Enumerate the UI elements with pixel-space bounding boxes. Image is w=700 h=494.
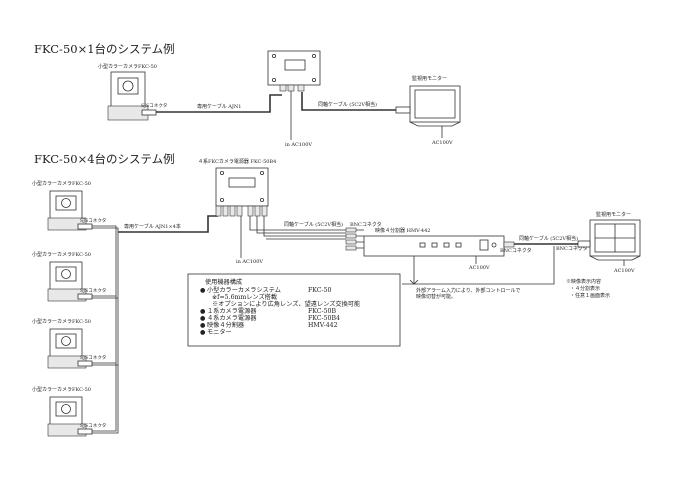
power-in-4ch-label: in AC100V xyxy=(236,259,263,265)
monitor-power-label: AC100V xyxy=(431,140,453,146)
monitor: 監視用モニター xyxy=(395,75,461,127)
camera-label: 小型カラーカメラFKC-50 xyxy=(32,180,91,187)
power-unit-4ch-label: ４系FKCカメラ電源器 FKC-50B4 xyxy=(198,158,276,165)
coax-cable-label: 同軸ケーブル (5C2V相当) xyxy=(318,101,377,108)
section2-title: FKC-50×4台のシステム例 xyxy=(34,152,175,166)
equipment-name: ※オプションにより広角レンズ、望遠レンズ交換可能 xyxy=(212,300,360,308)
equipment-model: HMV-442 xyxy=(308,322,338,329)
split-note-3: ・任意１画面表示 xyxy=(570,292,610,299)
bnc2-label: BNCコネクタ xyxy=(500,247,532,254)
coax-cable1-label: 同軸ケーブル (5C2V相当) xyxy=(284,221,343,228)
split-note-2: ・４分割表示 xyxy=(570,285,600,292)
dedicated-cable-label: 専用ケーブル AJN1 xyxy=(197,103,241,110)
quad-monitor xyxy=(577,219,641,261)
sjis-connector-label: SJSコネクタ xyxy=(80,287,106,294)
power-unit-4ch xyxy=(215,167,269,217)
bnc1-label: BNCコネクタ xyxy=(350,221,382,228)
equipment-heading: 使用機器構成 xyxy=(205,278,242,286)
equipment-bullet: ● xyxy=(200,329,206,336)
splitter-power-label: AC100V xyxy=(468,265,490,271)
equipment-bullet: ● xyxy=(200,315,206,322)
equipment-bullet: ● xyxy=(200,322,206,329)
equipment-bullet: ● xyxy=(200,287,206,294)
equipment-name: 映像４分割器 xyxy=(207,321,245,329)
monitor-label: 監視用モニター xyxy=(412,75,447,82)
power-unit xyxy=(267,50,321,92)
equipment-model: FKC-50B xyxy=(308,308,336,315)
camera-label: 小型カラーカメラFKC-50 xyxy=(32,251,91,258)
splitter-label: 映像４分割器 HMV-442 xyxy=(375,227,430,234)
camera-label: 小型カラーカメラFKC-50 xyxy=(32,318,91,325)
equipment-name: ４系カメラ電源器 xyxy=(207,314,257,322)
equipment-list-box: 使用機器構成 ● 小型カラーカメラシステム FKC-50 ※f=5.6mmレンズ… xyxy=(187,273,401,347)
video-splitter xyxy=(363,235,505,257)
equipment-name: ※f=5.6mmレンズ搭載 xyxy=(212,293,277,301)
sjis-connector-label: SJSコネクタ xyxy=(141,102,167,109)
equipment-name: モニター xyxy=(207,328,232,336)
camera-label: 小型カラーカメラFKC-50 xyxy=(98,63,157,70)
alarm-note-line1: 外部アラーム入力により、外部コントロールで xyxy=(416,287,521,294)
power-in-label: in AC100V xyxy=(285,142,312,148)
sjis-connector-label: SJSコネクタ xyxy=(80,354,106,361)
camera-unit: 小型カラーカメラFKC-50 SJSコネクタ xyxy=(32,386,106,437)
camera-unit: 小型カラーカメラFKC-50 xyxy=(98,63,157,121)
section1-title: FKC-50×1台のシステム例 xyxy=(34,42,175,56)
dedicated-cable-label: 専用ケーブル AJN1×4本 xyxy=(124,223,181,230)
camera-unit: 小型カラーカメラFKC-50 SJSコネクタ xyxy=(32,251,106,302)
equipment-model: FKC-50 xyxy=(308,287,332,294)
camera-label: 小型カラーカメラFKC-50 xyxy=(32,386,91,393)
camera-unit: 小型カラーカメラFKC-50 SJSコネクタ xyxy=(32,318,106,369)
bnc3-label: BNCコネクタ xyxy=(556,245,588,252)
equipment-name: １系カメラ電源器 xyxy=(207,307,257,315)
alarm-note-line2: 映像切替が可能。 xyxy=(416,293,456,300)
coax-cable2-label: 同軸ケーブル (5C2V相当) xyxy=(519,235,578,242)
monitor2-label: 監視用モニター xyxy=(596,211,631,218)
equipment-name: 小型カラーカメラシステム xyxy=(207,286,281,294)
camera-unit: 小型カラーカメラFKC-50 SJSコネクタ xyxy=(32,180,106,231)
monitor2-power-label: AC100V xyxy=(613,268,635,274)
sjis-connector-label: SJSコネクタ xyxy=(80,422,106,429)
split-note-1: ※映像表示内容 xyxy=(566,278,601,285)
equipment-bullet: ● xyxy=(200,308,206,315)
equipment-model: FKC-50B4 xyxy=(308,315,340,322)
sjis-connector-label: SJSコネクタ xyxy=(80,217,106,224)
